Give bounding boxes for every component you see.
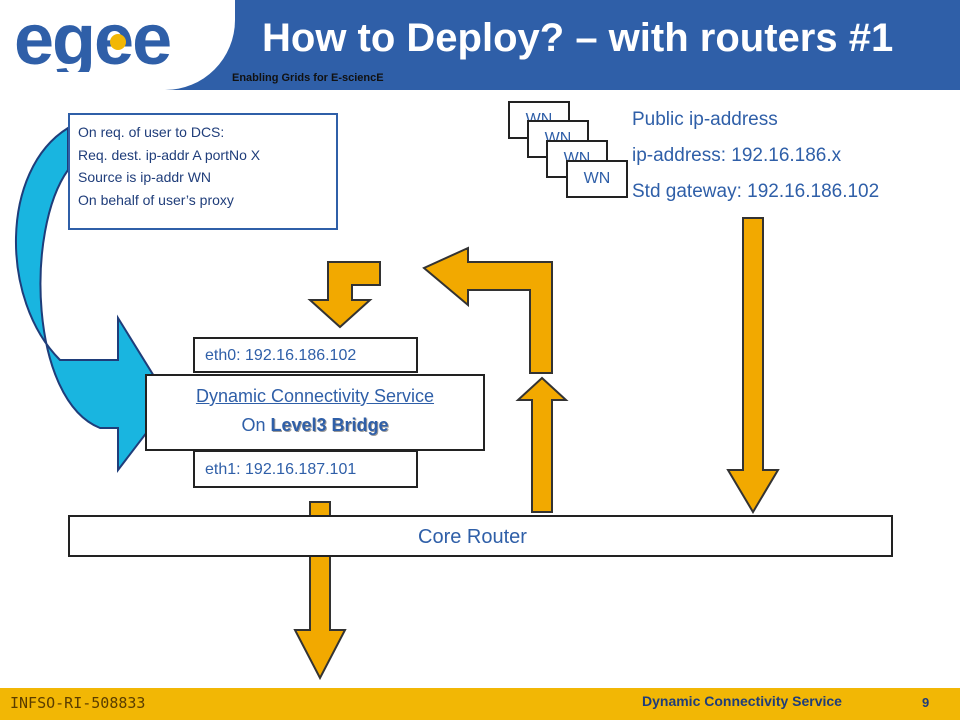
note-line: Source is ip-addr WN bbox=[78, 169, 212, 185]
core-router-box: Core Router bbox=[68, 515, 893, 557]
egee-logo-text: egee bbox=[14, 12, 170, 72]
ip-address-label: ip-address: 192.16.186.x bbox=[632, 145, 842, 166]
core-router-label: Core Router bbox=[418, 526, 527, 548]
public-ip-info: Public ip-address ip-address: 192.16.186… bbox=[632, 102, 879, 210]
public-ip-label: Public ip-address bbox=[632, 109, 778, 130]
dcs-service-name[interactable]: Dynamic Connectivity Service bbox=[195, 386, 435, 406]
eth0-interface: eth0: 192.16.186.102 bbox=[193, 337, 418, 373]
worker-node-box: WN bbox=[566, 160, 628, 198]
dcs-request-note: On req. of user to DCS: Req. dest. ip-ad… bbox=[68, 113, 338, 230]
dcs-bridge-line: On Level3 Bridge bbox=[147, 415, 483, 436]
curved-arrow bbox=[15, 126, 172, 473]
footer-project-id: INFSO-RI-508833 bbox=[10, 694, 146, 712]
footer-title: Dynamic Connectivity Service bbox=[642, 693, 842, 709]
egee-logo: egee bbox=[14, 12, 172, 72]
eth1-interface: eth1: 192.16.187.101 bbox=[193, 450, 418, 488]
note-line: On behalf of user’s proxy bbox=[78, 191, 234, 208]
dcs-bridge-box: Dynamic Connectivity Service On Level3 B… bbox=[145, 374, 485, 451]
logo-panel: egee bbox=[0, 0, 235, 90]
note-line: Req. dest. ip-addr A portNo X bbox=[78, 146, 261, 163]
footer-bar bbox=[0, 688, 960, 720]
logo-dot-icon bbox=[110, 34, 126, 50]
header-tagline: Enabling Grids for E-sciencE bbox=[232, 72, 384, 84]
page-title: How to Deploy? – with routers #1 bbox=[262, 16, 894, 60]
arrow-down-to-core bbox=[726, 217, 780, 514]
elbow-arrow-down bbox=[307, 261, 381, 329]
dcs-on-prefix: On bbox=[241, 415, 271, 435]
page-number: 9 bbox=[922, 695, 930, 710]
level3-bridge-label: Level3 Bridge bbox=[270, 415, 389, 435]
gateway-label: Std gateway: 192.16.186.102 bbox=[632, 181, 880, 202]
elbow-arrow-up-left bbox=[422, 246, 553, 374]
note-line: On req. of user to DCS: bbox=[78, 124, 225, 140]
arrow-up-core-to-wn bbox=[515, 376, 569, 513]
